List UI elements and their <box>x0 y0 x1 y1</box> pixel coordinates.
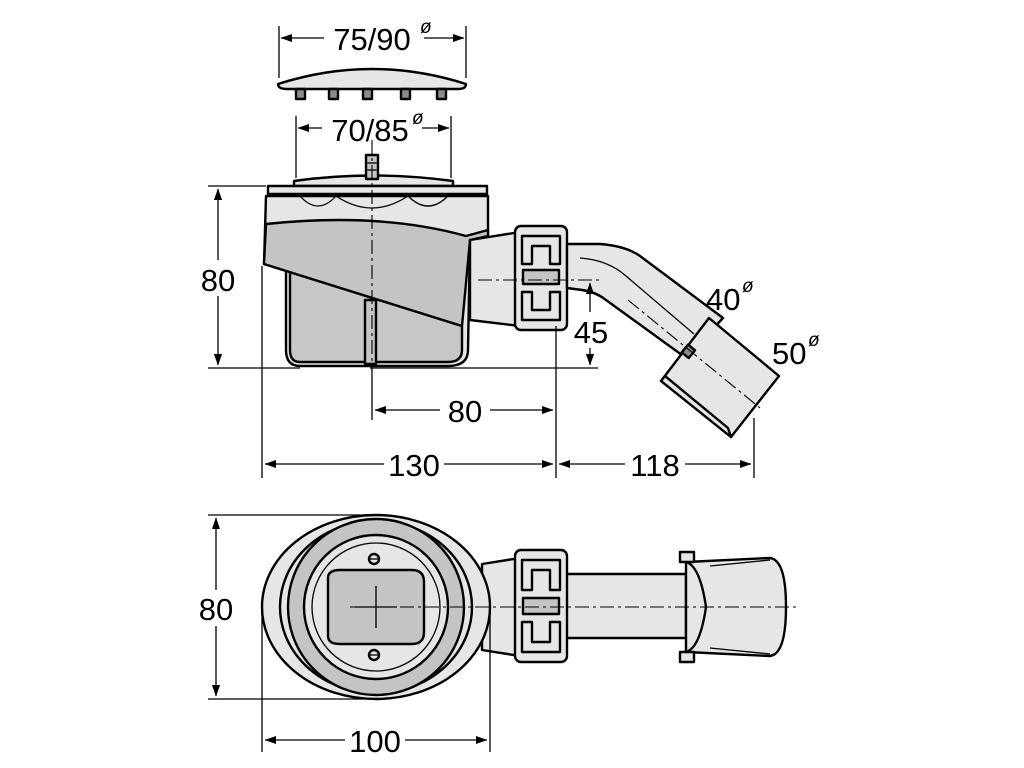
grate-diameter-symbol: ø <box>412 108 424 129</box>
dimension-top-height: 80 <box>196 514 376 700</box>
grate-dimension: 70/85 ø <box>295 108 452 178</box>
top-centre-lines <box>350 586 800 628</box>
outlet-offset-label: 80 <box>448 394 482 429</box>
cover-diameter-label: 75/90 <box>333 22 411 57</box>
pipe-length-label: 118 <box>630 448 679 483</box>
cover-diameter-symbol: ø <box>420 17 432 38</box>
pipe-outer-symbol: ø <box>808 330 820 351</box>
dimension-body-length: 130 <box>261 266 554 483</box>
cover-pins <box>294 87 448 101</box>
side-height-label: 80 <box>201 263 235 298</box>
dimension-body-width: 100 <box>261 607 491 760</box>
pipe-inner-symbol: ø <box>742 276 754 297</box>
body-length-label: 130 <box>388 448 440 483</box>
drain-cover <box>276 26 468 101</box>
dimension-outlet-height: 45 <box>370 282 610 369</box>
outlet-height-label: 45 <box>574 315 608 350</box>
grate-diameter-label: 70/85 <box>331 113 409 148</box>
top-height-label: 80 <box>199 592 233 627</box>
pipe-outer-label: 50 <box>772 336 806 371</box>
dimension-side-height: 80 <box>198 185 300 369</box>
pipe-diameter-labels: 40 ø 50 ø <box>706 276 820 371</box>
dimension-cover-diameter: 75/90 ø <box>280 17 465 57</box>
pipe-inner-label: 40 <box>706 282 740 317</box>
side-centre-lines <box>371 140 761 409</box>
dimension-pipe-length: 118 <box>558 418 755 483</box>
dimension-outlet-offset: 80 <box>371 326 557 478</box>
side-view-drain <box>262 153 781 439</box>
body-width-label: 100 <box>349 724 401 759</box>
